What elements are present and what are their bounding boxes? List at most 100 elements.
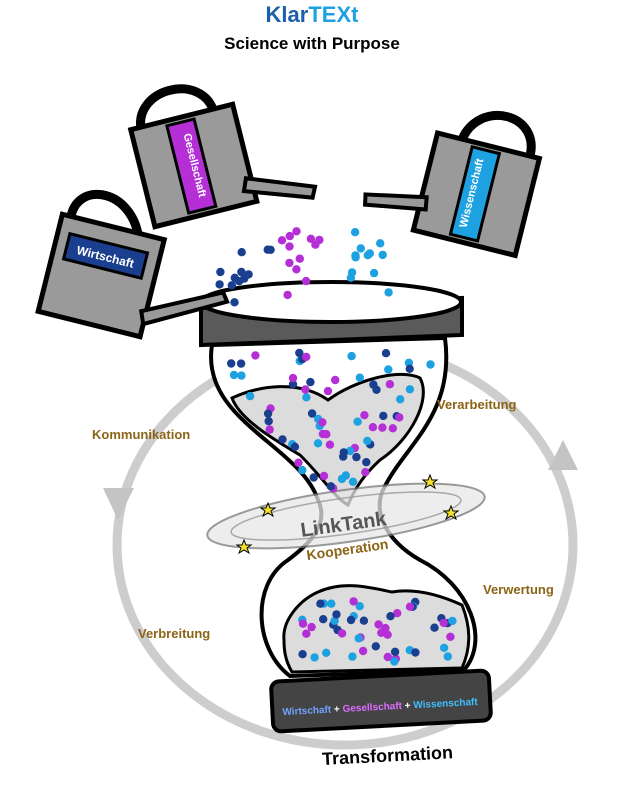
particle-dot	[227, 359, 236, 368]
particle-dot	[237, 371, 246, 380]
tagline: Science with Purpose	[224, 34, 400, 53]
particle-dot	[374, 620, 383, 629]
particle-dot	[378, 423, 387, 432]
particle-dot	[290, 442, 300, 451]
particle-dot	[326, 482, 335, 491]
particle-dot	[318, 418, 327, 427]
brand-part-klar: Klar	[265, 2, 309, 27]
particle-dot	[383, 630, 392, 639]
particle-dot	[384, 365, 393, 374]
particle-dot	[388, 424, 397, 433]
particle-layer	[215, 227, 457, 666]
particle-dot	[405, 602, 415, 611]
particle-dot	[351, 253, 360, 262]
particle-dot	[251, 351, 260, 360]
particle-dot	[234, 277, 244, 286]
star-icon	[421, 473, 439, 490]
particle-dot	[298, 619, 308, 628]
particle-dot	[316, 599, 325, 608]
cycle-arrow-right	[548, 440, 578, 470]
particle-dot	[362, 458, 371, 467]
particle-dot	[439, 618, 448, 628]
particle-dot	[352, 452, 361, 462]
particle-dot	[245, 391, 255, 401]
base-label-plus: +	[334, 704, 341, 715]
particle-dot	[263, 409, 273, 418]
star-icon	[259, 501, 277, 518]
particle-dot	[376, 239, 385, 248]
particle-dot	[319, 615, 328, 624]
particle-dot	[371, 642, 380, 651]
particle-dot	[301, 385, 310, 394]
particle-dot	[377, 628, 386, 637]
particle-dot	[426, 360, 435, 369]
particle-dot	[448, 616, 457, 626]
particle-dot	[386, 612, 395, 621]
particle-dot	[350, 228, 360, 237]
particle-dot	[346, 615, 356, 625]
particle-dot	[311, 240, 320, 249]
particle-dot	[285, 231, 294, 241]
particle-dot	[229, 370, 239, 380]
particle-dot	[378, 250, 387, 260]
base-label-plus: +	[404, 700, 411, 711]
particle-dot	[390, 657, 399, 666]
particle-dot	[227, 281, 236, 290]
particle-dot	[443, 652, 452, 661]
linktank-disc	[206, 482, 486, 550]
particle-dot	[298, 650, 307, 659]
brand-title: KlarTEXt	[0, 2, 624, 28]
particle-dot	[301, 276, 311, 286]
label-kommunikation: Kommunikation	[92, 427, 190, 442]
particle-dot	[306, 377, 315, 387]
watering-can-gesellschaft: Gesellschaft	[127, 84, 318, 230]
particle-dot	[393, 609, 402, 618]
particle-dot	[359, 616, 369, 625]
particle-dot	[288, 380, 298, 389]
particle-dot	[347, 351, 356, 361]
particle-dot	[379, 411, 388, 421]
particle-dot	[265, 425, 274, 434]
particle-dot	[307, 409, 317, 418]
particle-dot	[339, 448, 348, 457]
particle-dot	[405, 385, 415, 394]
particle-dot	[348, 652, 357, 661]
particle-dot	[369, 380, 378, 389]
particle-dot	[230, 298, 239, 307]
particle-dot	[356, 244, 365, 253]
watering-can-wissenschaft: Wissenschaft	[362, 110, 543, 259]
base-label-wissenschaft: Wissenschaft	[413, 697, 479, 711]
particle-dot	[361, 468, 370, 477]
label-verbreitung: Verbreitung	[138, 626, 210, 641]
upper-sand	[230, 372, 425, 508]
hourglass-top-opening	[199, 280, 463, 324]
particle-dot	[319, 471, 329, 481]
particle-dot	[368, 423, 378, 432]
particle-dot	[381, 349, 391, 358]
particle-dot	[337, 629, 347, 638]
particle-dot	[430, 623, 439, 632]
particle-dot	[323, 386, 333, 396]
cycle-arrow-left	[103, 488, 134, 520]
particle-dot	[302, 352, 311, 362]
hourglass-base	[269, 668, 493, 734]
particle-dot	[341, 471, 350, 480]
particle-dot	[331, 375, 340, 385]
particle-dot	[325, 440, 335, 449]
particle-dot	[277, 236, 287, 245]
particle-dot	[330, 616, 339, 625]
particle-dot	[358, 646, 368, 656]
particle-dot	[354, 634, 363, 643]
base-label-wirtschaft: Wirtschaft	[282, 705, 332, 719]
particle-dot	[295, 254, 304, 263]
particle-dot	[302, 393, 311, 402]
particle-dot	[365, 249, 374, 258]
particle-dot	[322, 430, 331, 439]
particle-dot	[446, 632, 455, 641]
watering-can-wirtschaft: Wirtschaft	[35, 189, 230, 340]
particle-dot	[302, 629, 311, 638]
particle-dot	[355, 373, 364, 382]
particle-dot	[288, 373, 298, 383]
particle-dot	[355, 602, 364, 611]
particle-dot	[439, 643, 449, 652]
